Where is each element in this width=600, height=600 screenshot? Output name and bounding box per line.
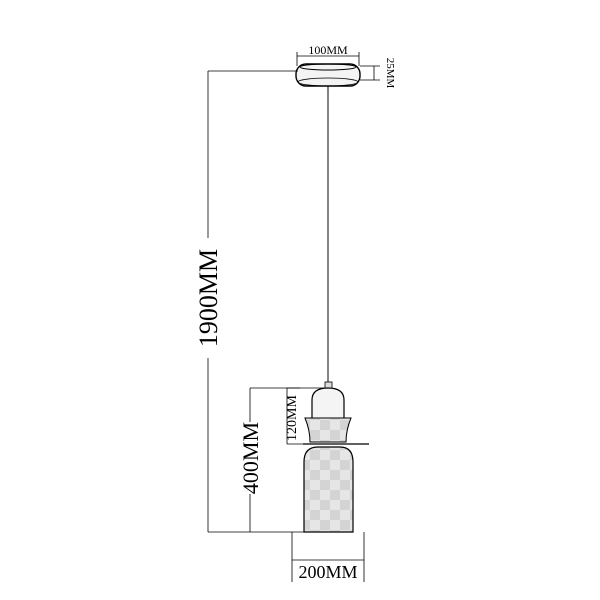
cap-height-label: 120MM — [285, 395, 300, 441]
canopy-height-dimension: 25MM — [360, 58, 396, 89]
fixture-height-label: 400MM — [238, 422, 263, 494]
shade-diameter-label: 200MM — [298, 562, 357, 582]
canopy-height-label: 25MM — [384, 58, 396, 89]
total-drop-dimension: 1900MM — [194, 70, 304, 533]
canopy-diameter-label: 100MM — [308, 43, 348, 57]
total-drop-label: 1900MM — [194, 249, 223, 347]
fixture-height-dimension: 400MM — [238, 387, 326, 532]
lamp-fixture — [303, 381, 369, 533]
canopy-diameter-dimension: 100MM — [296, 43, 360, 66]
shade-diameter-dimension: 200MM — [291, 532, 365, 582]
cap-height-dimension: 120MM — [285, 387, 304, 445]
ceiling-canopy — [295, 63, 361, 92]
